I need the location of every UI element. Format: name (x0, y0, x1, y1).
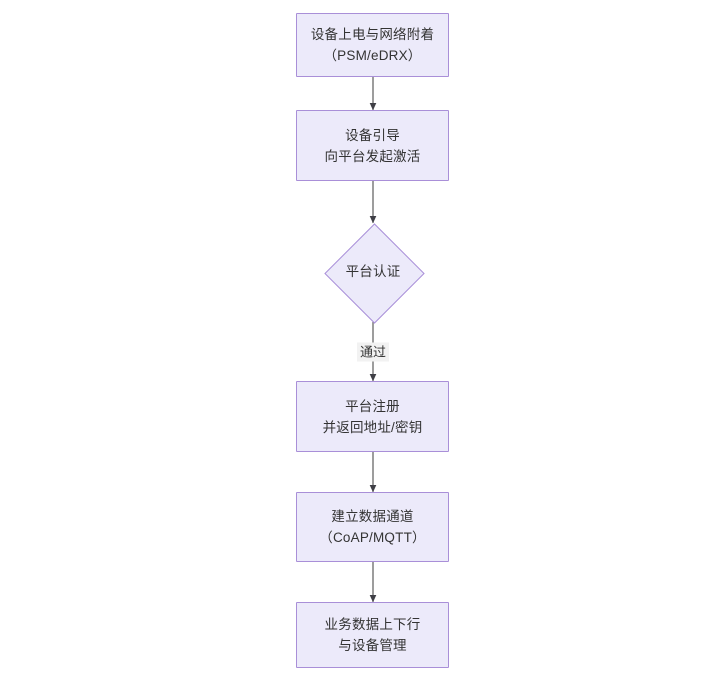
flow-node-device-power-on[interactable]: 设备上电与网络附着 （PSM/eDRX） (296, 13, 449, 77)
flow-node-label: 设备引导 向平台发起激活 (324, 127, 421, 164)
flow-node-label: 业务数据上下行 与设备管理 (324, 617, 421, 653)
flow-node-business-data[interactable]: 业务数据上下行 与设备管理 (296, 602, 449, 668)
flow-node-data-channel[interactable]: 建立数据通道 （CoAP/MQTT） (296, 492, 449, 562)
edge-label-pass: 通过 (356, 342, 390, 362)
flow-node-label: 设备上电与网络附着 （PSM/eDRX） (310, 27, 435, 63)
flow-node-platform-auth-decision[interactable]: 平台认证 (323, 222, 425, 324)
flow-node-label: 平台认证 (345, 264, 401, 279)
flow-node-device-bootstrap[interactable]: 设备引导 向平台发起激活 (296, 110, 449, 181)
flow-node-platform-registration[interactable]: 平台注册 并返回地址/密钥 (296, 381, 449, 452)
flow-node-label: 平台注册 并返回地址/密钥 (322, 398, 423, 435)
flow-node-label: 建立数据通道 （CoAP/MQTT） (319, 509, 426, 545)
